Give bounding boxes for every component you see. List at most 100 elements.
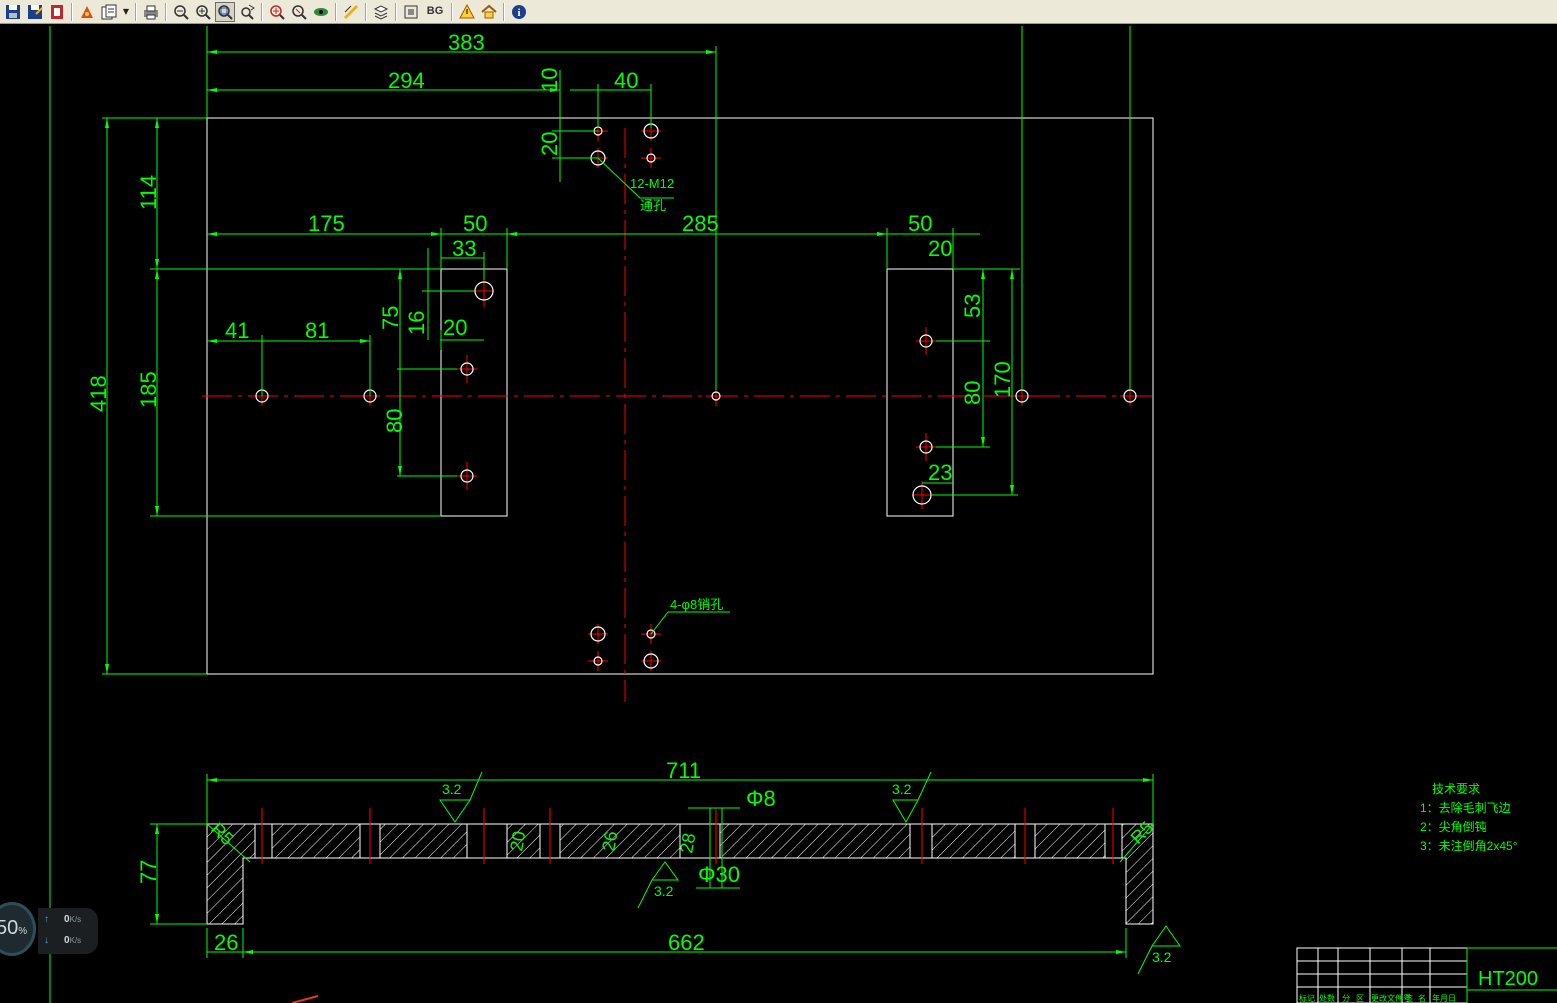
hole [590,626,606,642]
slot-left [440,268,508,517]
dim-711: 711 [666,758,701,783]
roughness-1: 3.2 [442,781,462,797]
note-m12: 12-M12 [630,176,674,191]
export-icon[interactable] [47,2,67,22]
plan-view: 383 294 10 40 20 114 175 50 33 285 50 20… [86,26,1158,702]
tb-col-4: 区 [1356,994,1364,1003]
print-icon[interactable] [141,2,161,22]
usage-ring [0,902,36,956]
zoom-out-icon[interactable] [171,2,191,22]
dim-26: 26 [214,930,238,955]
dim-phi30: Φ30 [698,862,740,887]
hole [643,653,659,669]
measure-icon[interactable] [341,2,361,22]
view-icon[interactable] [311,2,331,22]
clip-icon[interactable] [77,2,97,22]
home-icon[interactable] [479,2,499,22]
dim-75: 75 [378,306,403,330]
note-pin-holes: 4-φ8销孔 [670,597,723,612]
section-centerlines [261,808,1114,864]
dim-28-section: 28 [676,831,699,854]
dim-175: 175 [308,211,345,236]
dim-41: 41 [225,318,249,343]
roughness-values: 3.2 3.2 3.2 3.2 [442,781,1172,965]
dim-77: 77 [136,860,161,884]
roughness-2: 3.2 [892,781,912,797]
dim-20-mid: 20 [443,315,467,340]
network-monitor-widget[interactable]: 50% ↑ 0K/s ↓ 0K/s [0,900,98,962]
roughness-3: 3.2 [654,883,674,899]
dim-50-left: 50 [463,211,487,236]
download-value: 0 [64,935,70,946]
section-arrows [155,778,1153,954]
dim-26-section: 26 [598,829,621,852]
zoom-pan-icon[interactable] [237,2,257,22]
usage-percent: 50% [0,917,27,940]
dim-285: 285 [682,211,719,236]
usage-percent-value: 50 [0,917,19,939]
upload-value: 0 [64,914,70,925]
download-unit: K/s [69,936,82,945]
dim-20-right: 20 [928,236,952,261]
layers-icon[interactable] [371,2,391,22]
frame-icon[interactable] [401,2,421,22]
upload-rate: ↑ 0K/s [44,914,81,925]
save-as-icon[interactable] [25,2,45,22]
svg-text:i: i [517,7,520,19]
network-monitor-panel [38,908,98,954]
dim-383: 383 [448,30,485,55]
warning-icon[interactable] [457,2,477,22]
dim-phi8: Φ8 [746,786,776,811]
dim-50-right: 50 [908,211,932,236]
tech-line-3: 3：未注倒角2x45° [1420,838,1518,853]
hole [460,362,474,376]
hole [474,281,494,301]
dim-114: 114 [136,175,161,210]
usage-percent-unit: % [18,926,28,937]
cursor-fragment [291,995,319,1003]
roughness-4: 3.2 [1152,949,1172,965]
tb-col-5: 更改文件号 [1371,993,1411,1003]
drawing-canvas[interactable]: 383 294 10 40 20 114 175 50 33 285 50 20… [0,24,1557,1003]
dim-662: 662 [668,930,705,955]
tb-col-1: 标记 [1299,993,1315,1003]
dim-80-right: 80 [960,381,985,405]
slot-right [886,268,954,517]
download-rate: ↓ 0K/s [44,935,81,946]
hole [912,485,932,505]
toolbar: ▼ BG i [0,0,1557,24]
hole [919,440,933,454]
dim-23: 23 [928,460,952,485]
hole-notes: 12-M12 通孔 4-φ8销孔 [630,176,723,612]
hole [711,391,721,401]
bg-button[interactable]: BG [426,5,444,17]
zoom-extents-icon[interactable] [289,2,309,22]
dim-33: 33 [452,236,476,261]
dim-185: 185 [136,371,161,408]
tb-col-2: 处数 [1319,993,1335,1003]
tech-line-1: 1：去除毛刺飞边 [1420,800,1511,815]
info-icon[interactable]: i [509,2,529,22]
hole [919,334,933,348]
save-icon[interactable] [3,2,23,22]
dim-81: 81 [305,318,329,343]
dim-16: 16 [404,311,429,335]
dim-53: 53 [960,294,985,318]
dim-80-left: 80 [382,409,407,433]
titleblock-headers: 标记 处数 分 区 更改文件号 签 名 年月日 [1299,993,1456,1003]
section-view: 711 Φ8 77 26 662 Φ30 R5 R5 20 26 28 3.2 … [136,758,1181,975]
zoom-window-icon[interactable] [215,1,235,22]
tech-requirements: 技术要求 1：去除毛刺飞边 2：尖角倒钝 3：未注倒角2x45° [1420,782,1518,853]
tb-col-6: 签 [1405,993,1413,1003]
copy-icon[interactable] [99,2,119,22]
zoom-in-icon[interactable] [193,2,213,22]
dimension-lines [102,26,1131,675]
dim-20-section: 20 [506,829,529,852]
dim-418: 418 [86,375,111,412]
hole [593,656,603,666]
hole [460,469,474,483]
dim-40: 40 [614,68,638,93]
dropdown-icon[interactable]: ▼ [122,6,130,16]
zoom-realtime-icon[interactable] [267,2,287,22]
dim-294: 294 [388,68,425,93]
